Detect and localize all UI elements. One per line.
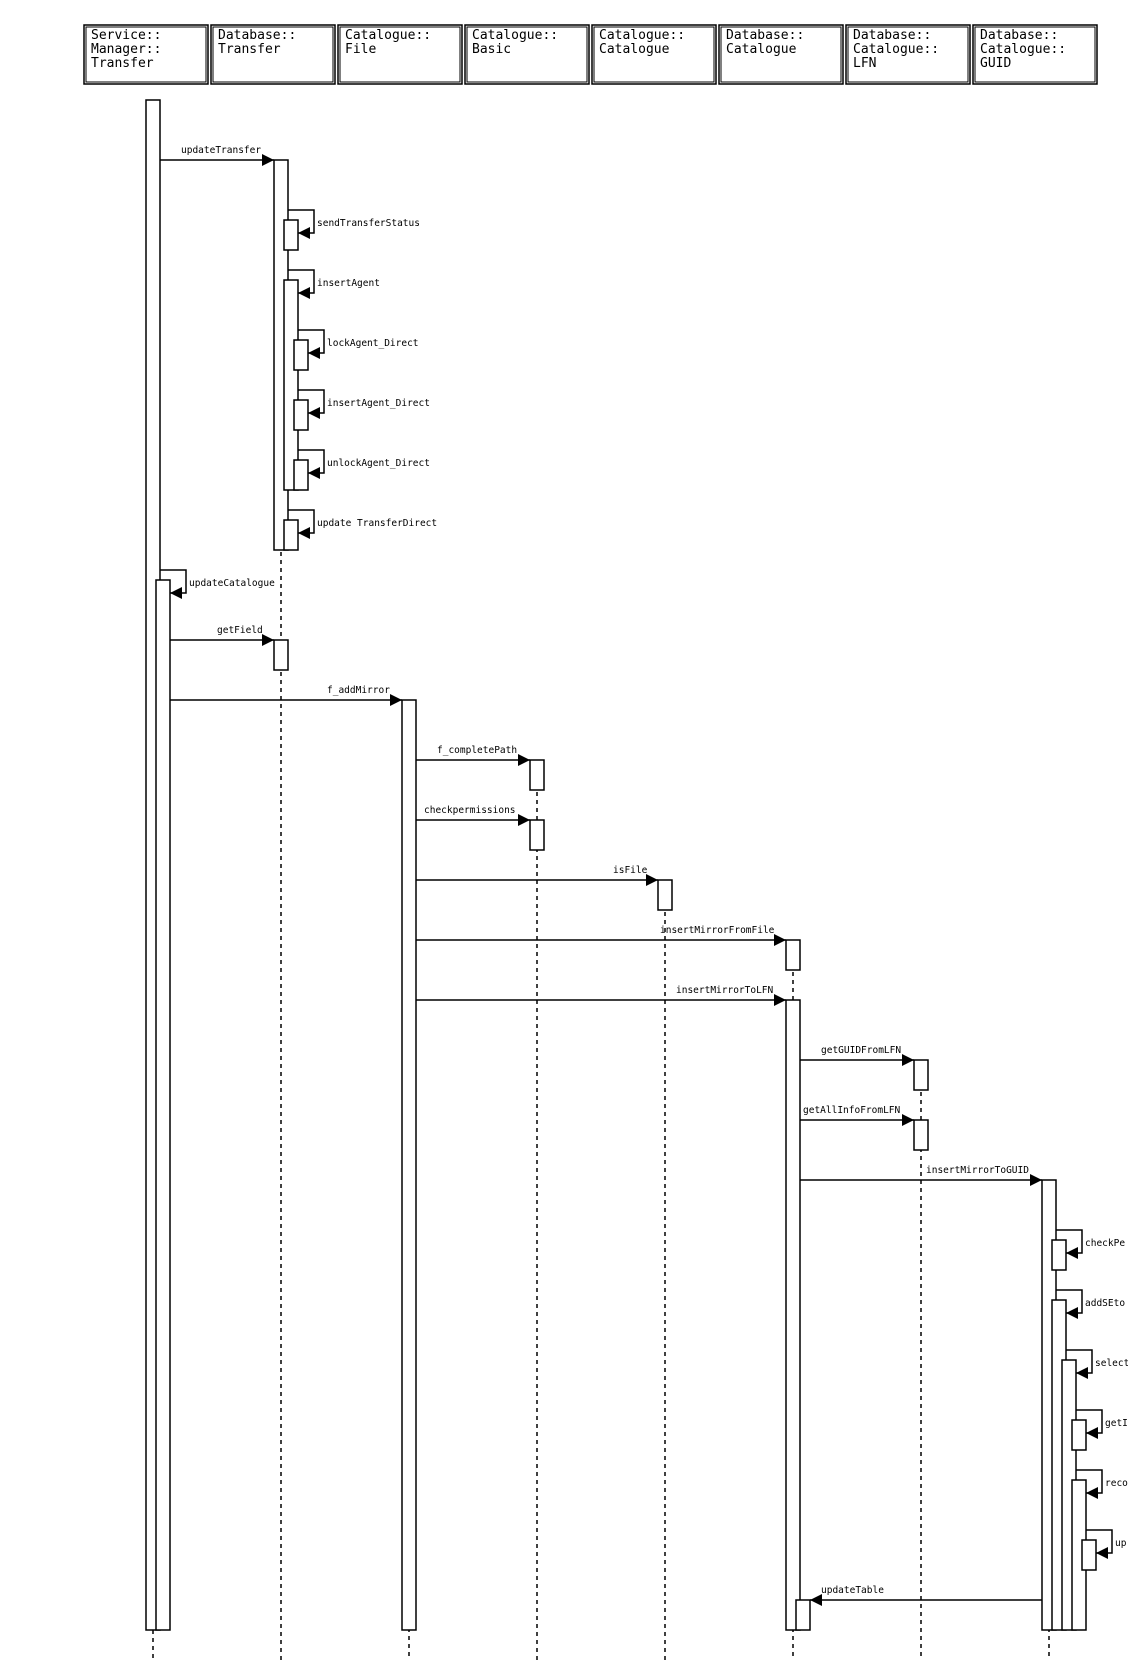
activation-box [657,879,673,911]
activation-box [283,519,299,551]
message-label: insertMirrorFromFile [660,925,775,936]
self-message-arrow [298,389,325,419]
participant-database-catalogue: Database:: Catalogue [718,24,844,85]
participant-label-line: Transfer [218,42,281,57]
activation-box [785,939,801,971]
message-label: updateCatalogue [189,578,275,589]
self-message-arrow [1056,1289,1083,1319]
message-label: f_completePath [437,745,517,756]
message-label: insertAgent_Direct [327,398,430,409]
activation-box [795,1599,811,1631]
participant-catalogue-basic: Catalogue:: Basic [464,24,590,85]
message-label: up [1115,1538,1127,1549]
activation-box [1051,1239,1067,1271]
participant-label-line: Catalogue:: [472,28,558,43]
self-message-arrow [298,329,325,359]
self-message-arrow [1066,1349,1093,1379]
activation-box [273,639,289,671]
activation-box [785,999,801,1631]
message-label: insertMirrorToGUID [926,1165,1029,1176]
participant-label-line: Database:: [726,28,804,43]
participant-label-line: Database:: [218,28,296,43]
message-label: sendTransferStatus [317,218,420,229]
participant-label-line: Catalogue:: [980,42,1066,57]
message-label: updateTable [821,1585,884,1596]
participant-label-line: Database:: [853,28,931,43]
participant-label-line: Transfer [91,56,154,71]
activation-box [293,339,309,371]
activation-box [529,819,545,851]
participant-label-line: Catalogue:: [599,28,685,43]
activation-box [283,219,299,251]
participant-label-line: Service:: [91,28,161,43]
participant-label-line: Database:: [980,28,1058,43]
participant-database-catalogue-guid: Database:: Catalogue:: GUID [972,24,1098,85]
message-label: getI [1105,1418,1128,1429]
message-labels: updateTransfer sendTransferStatus insert… [181,145,1128,1596]
participant-label-line: LFN [853,56,876,71]
message-label: update TransferDirect [317,518,437,529]
message-label: getAllInfoFromLFN [803,1105,901,1116]
message-label: updateTransfer [181,145,261,156]
participant-headers: Service:: Manager:: Transfer Database:: … [83,24,1098,85]
participant-catalogue-catalogue: Catalogue:: Catalogue [591,24,717,85]
self-message-arrow [288,269,315,299]
message-label: select [1095,1358,1128,1369]
message-label: reco [1105,1478,1128,1489]
message-label: insertAgent [317,278,380,289]
self-message-arrow [288,209,315,239]
activation-box [1081,1539,1097,1571]
participant-service-manager-transfer: Service:: Manager:: Transfer [83,24,209,85]
activation-box [401,699,417,1631]
activation-box [293,459,309,491]
participant-catalogue-file: Catalogue:: File [337,24,463,85]
self-message-arrow [1076,1409,1103,1439]
participant-label-line: Catalogue:: [345,28,431,43]
activation-box [155,579,171,1631]
activation-box [913,1059,929,1091]
participant-label-line: Catalogue:: [853,42,939,57]
participant-database-transfer: Database:: Transfer [210,24,336,85]
participant-label-line: Manager:: [91,42,161,57]
participant-database-catalogue-lfn: Database:: Catalogue:: LFN [845,24,971,85]
message-label: unlockAgent_Direct [327,458,430,469]
self-message-arrow [160,569,187,599]
message-label: checkPe [1085,1238,1125,1249]
message-label: checkpermissions [424,805,516,816]
participant-label-line: GUID [980,56,1011,71]
activation-box [293,399,309,431]
message-label: getField [217,625,263,636]
message-label: addSEto [1085,1298,1125,1309]
message-label: getGUIDFromLFN [821,1045,901,1056]
message-label: insertMirrorToLFN [676,985,774,996]
self-message-arrow [1086,1529,1113,1559]
activation-box [283,279,299,491]
message-label: f_addMirror [327,685,390,696]
activation-box [913,1119,929,1151]
participant-label-line: Catalogue [726,42,797,57]
message-label: isFile [613,865,648,876]
self-message-arrow [1076,1469,1103,1499]
activations [145,99,1097,1631]
messages [160,154,1113,1606]
activation-box [1071,1419,1087,1451]
activation-box [529,759,545,791]
participant-label-line: File [345,42,376,57]
participant-label-line: Catalogue [599,42,670,57]
self-message-arrow [298,449,325,479]
self-message-arrow [288,509,315,539]
message-label: lockAgent_Direct [327,338,419,349]
participant-label-line: Basic [472,42,511,57]
self-message-arrow [1056,1229,1083,1259]
